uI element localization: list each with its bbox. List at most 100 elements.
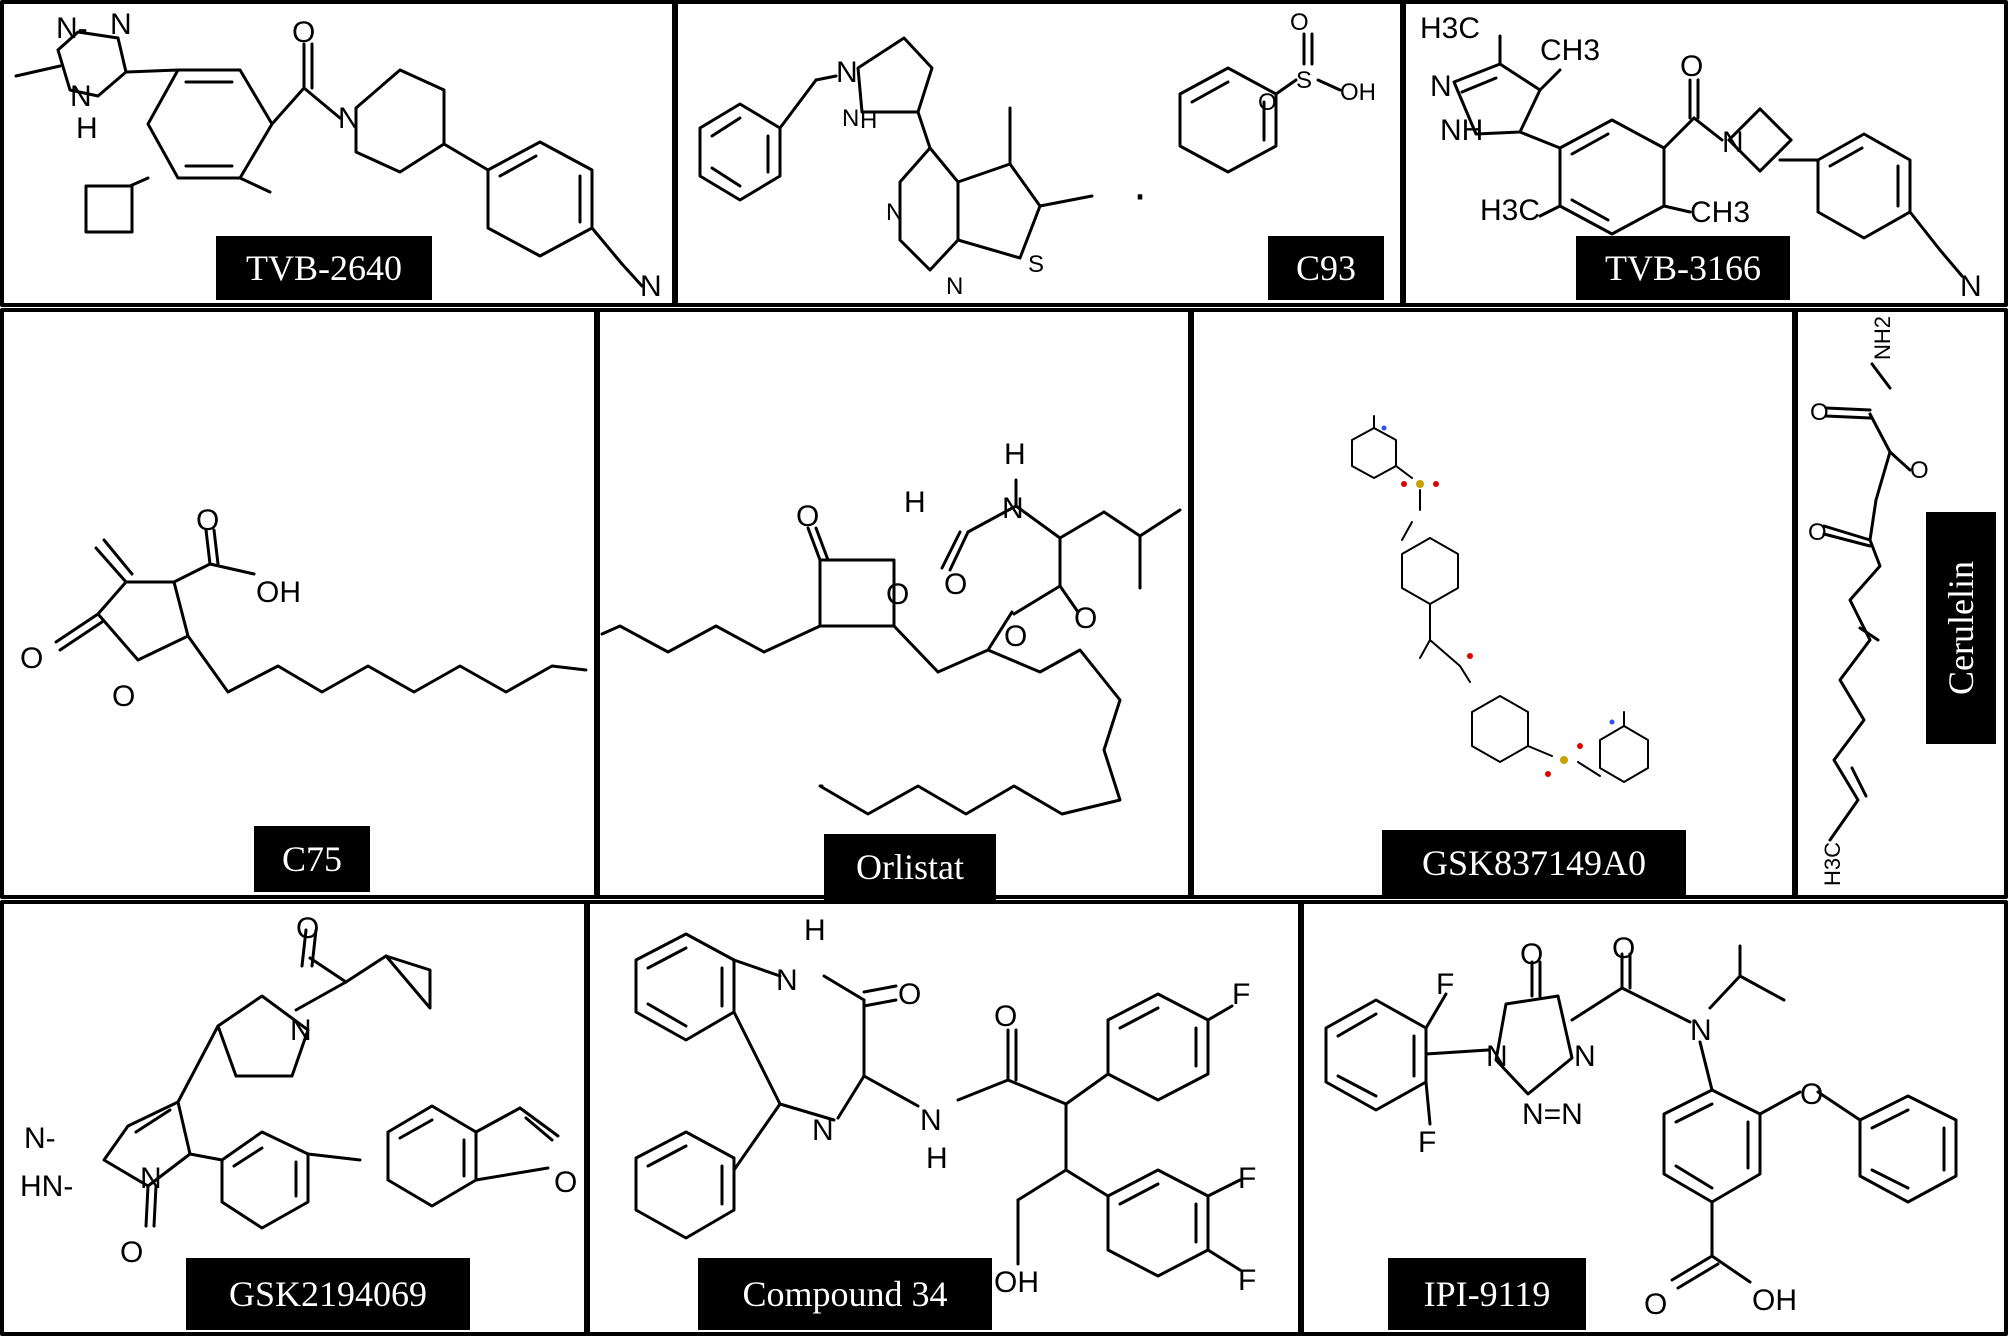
- label-c75: C75: [254, 826, 370, 892]
- atom-label: H3C: [1420, 12, 1480, 45]
- atom-label: N: [946, 273, 963, 300]
- label-cerulelin-text: Cerulelin: [1941, 561, 1981, 695]
- gsk837149a0-heteroatoms: [1381, 425, 1615, 777]
- label-compound34: Compound 34: [698, 1258, 992, 1330]
- atom-label: O: [886, 578, 909, 611]
- atom-label: O: [1680, 50, 1703, 83]
- atom-label: N: [886, 199, 903, 226]
- atom-label: N: [1574, 1040, 1596, 1073]
- atom-label: H3C: [1820, 842, 1845, 886]
- atom-label: O: [1258, 89, 1277, 116]
- atom-label: H: [926, 1142, 948, 1175]
- atom-label: CH3: [1690, 196, 1750, 229]
- atom-label: OH: [256, 576, 301, 609]
- atom-labels: N- N N H O N N N N H N N S · S O O OH H3…: [20, 8, 1982, 1321]
- atom-label: N: [836, 56, 858, 89]
- atom-label: O: [1004, 620, 1027, 653]
- atom-label: N: [140, 1162, 162, 1195]
- atom-label: F: [1238, 1162, 1256, 1195]
- atom-label: O: [1074, 602, 1097, 635]
- structure-tvb3166: [1452, 34, 1964, 278]
- atom-label: O: [994, 1000, 1017, 1033]
- atom-label: O: [296, 912, 319, 945]
- label-gsk837149a0: GSK837149A0: [1382, 830, 1686, 896]
- atom-label: S: [1028, 251, 1044, 278]
- atom-label: N: [1002, 492, 1024, 525]
- structure-cerulelin: [1822, 362, 1912, 842]
- atom-label: N: [1960, 270, 1982, 303]
- atom-label: F: [1232, 978, 1250, 1011]
- atom-label: H3C: [1480, 194, 1540, 227]
- atom-label: NH: [1440, 114, 1483, 147]
- atom-label: H: [1004, 438, 1026, 471]
- atom-label: N-: [24, 1122, 56, 1155]
- label-tvb3166: TVB-3166: [1576, 236, 1790, 300]
- atom-label: O: [898, 978, 921, 1011]
- atom-label: N: [776, 964, 798, 997]
- atom-label: O: [1520, 938, 1543, 971]
- label-orlistat: Orlistat: [824, 834, 996, 900]
- panel-ipi9119-frame: [1300, 900, 2008, 1336]
- panel-cerulelin-frame: [1794, 308, 2008, 899]
- atom-label: N: [1690, 1014, 1712, 1047]
- atom-label: HN-: [20, 1170, 73, 1203]
- atom-label: N: [290, 1014, 312, 1047]
- atom-label: O: [1810, 399, 1829, 426]
- panel-tvb3166-frame: [1402, 0, 2008, 307]
- atom-label: N: [812, 1114, 834, 1147]
- atom-label: OH: [994, 1266, 1039, 1299]
- atom-label: N: [640, 270, 662, 303]
- atom-label: O: [1800, 1078, 1823, 1111]
- atom-label: O: [1808, 519, 1827, 546]
- label-cerulelin: Cerulelin: [1926, 512, 1996, 744]
- label-gsk2194069: GSK2194069: [186, 1258, 470, 1330]
- label-c93: C93: [1268, 236, 1384, 300]
- atom-label: O: [292, 16, 315, 49]
- atom-label: N: [70, 80, 92, 113]
- structure-gsk837149a0: [1351, 415, 1649, 783]
- structure-ipi9119: [1324, 944, 1958, 1290]
- atom-label: N: [110, 8, 132, 41]
- structure-tvb2640: [14, 30, 644, 288]
- atom-label: O: [944, 568, 967, 601]
- atom-label: O: [1612, 932, 1635, 965]
- atom-label: N: [1722, 126, 1744, 159]
- panel-gsk837149a0-frame: [1190, 308, 1796, 899]
- atom-label: S: [1296, 67, 1312, 94]
- atom-label: N: [1430, 70, 1452, 103]
- atom-label: O: [1644, 1288, 1667, 1321]
- atom-label: O: [554, 1166, 577, 1199]
- atom-label: N: [1486, 1040, 1508, 1073]
- structure-orlistat: [600, 478, 1182, 816]
- atom-label: N-: [56, 12, 88, 45]
- structure-c75: [54, 528, 588, 694]
- atom-label: O: [196, 504, 219, 537]
- label-ipi9119: IPI-9119: [1388, 1258, 1586, 1330]
- atom-label: CH3: [1540, 34, 1600, 67]
- structure-gsk2194069: [102, 928, 560, 1230]
- atom-label: N: [842, 105, 859, 132]
- atom-label: OH: [1340, 79, 1376, 106]
- atom-label: N=N: [1522, 1098, 1583, 1131]
- structure-compound34: [634, 932, 1242, 1278]
- atom-label: F: [1436, 968, 1454, 1001]
- atom-label: N: [920, 1104, 942, 1137]
- atom-label: O: [1290, 9, 1309, 36]
- atom-label: O: [112, 680, 135, 713]
- atom-label: H: [904, 486, 926, 519]
- atom-label: NH2: [1870, 316, 1895, 360]
- atom-label: O: [796, 500, 819, 533]
- structure-c93: [698, 32, 1342, 272]
- atom-label: O: [1910, 457, 1929, 484]
- atom-label: F: [1238, 1264, 1256, 1297]
- atom-label: H: [804, 914, 826, 947]
- atom-label: N: [338, 102, 360, 135]
- label-tvb2640: TVB-2640: [216, 236, 432, 300]
- atom-label: ·: [1132, 168, 1148, 221]
- atom-label: H: [860, 107, 877, 134]
- atom-label: OH: [1752, 1284, 1797, 1317]
- atom-label: O: [20, 642, 43, 675]
